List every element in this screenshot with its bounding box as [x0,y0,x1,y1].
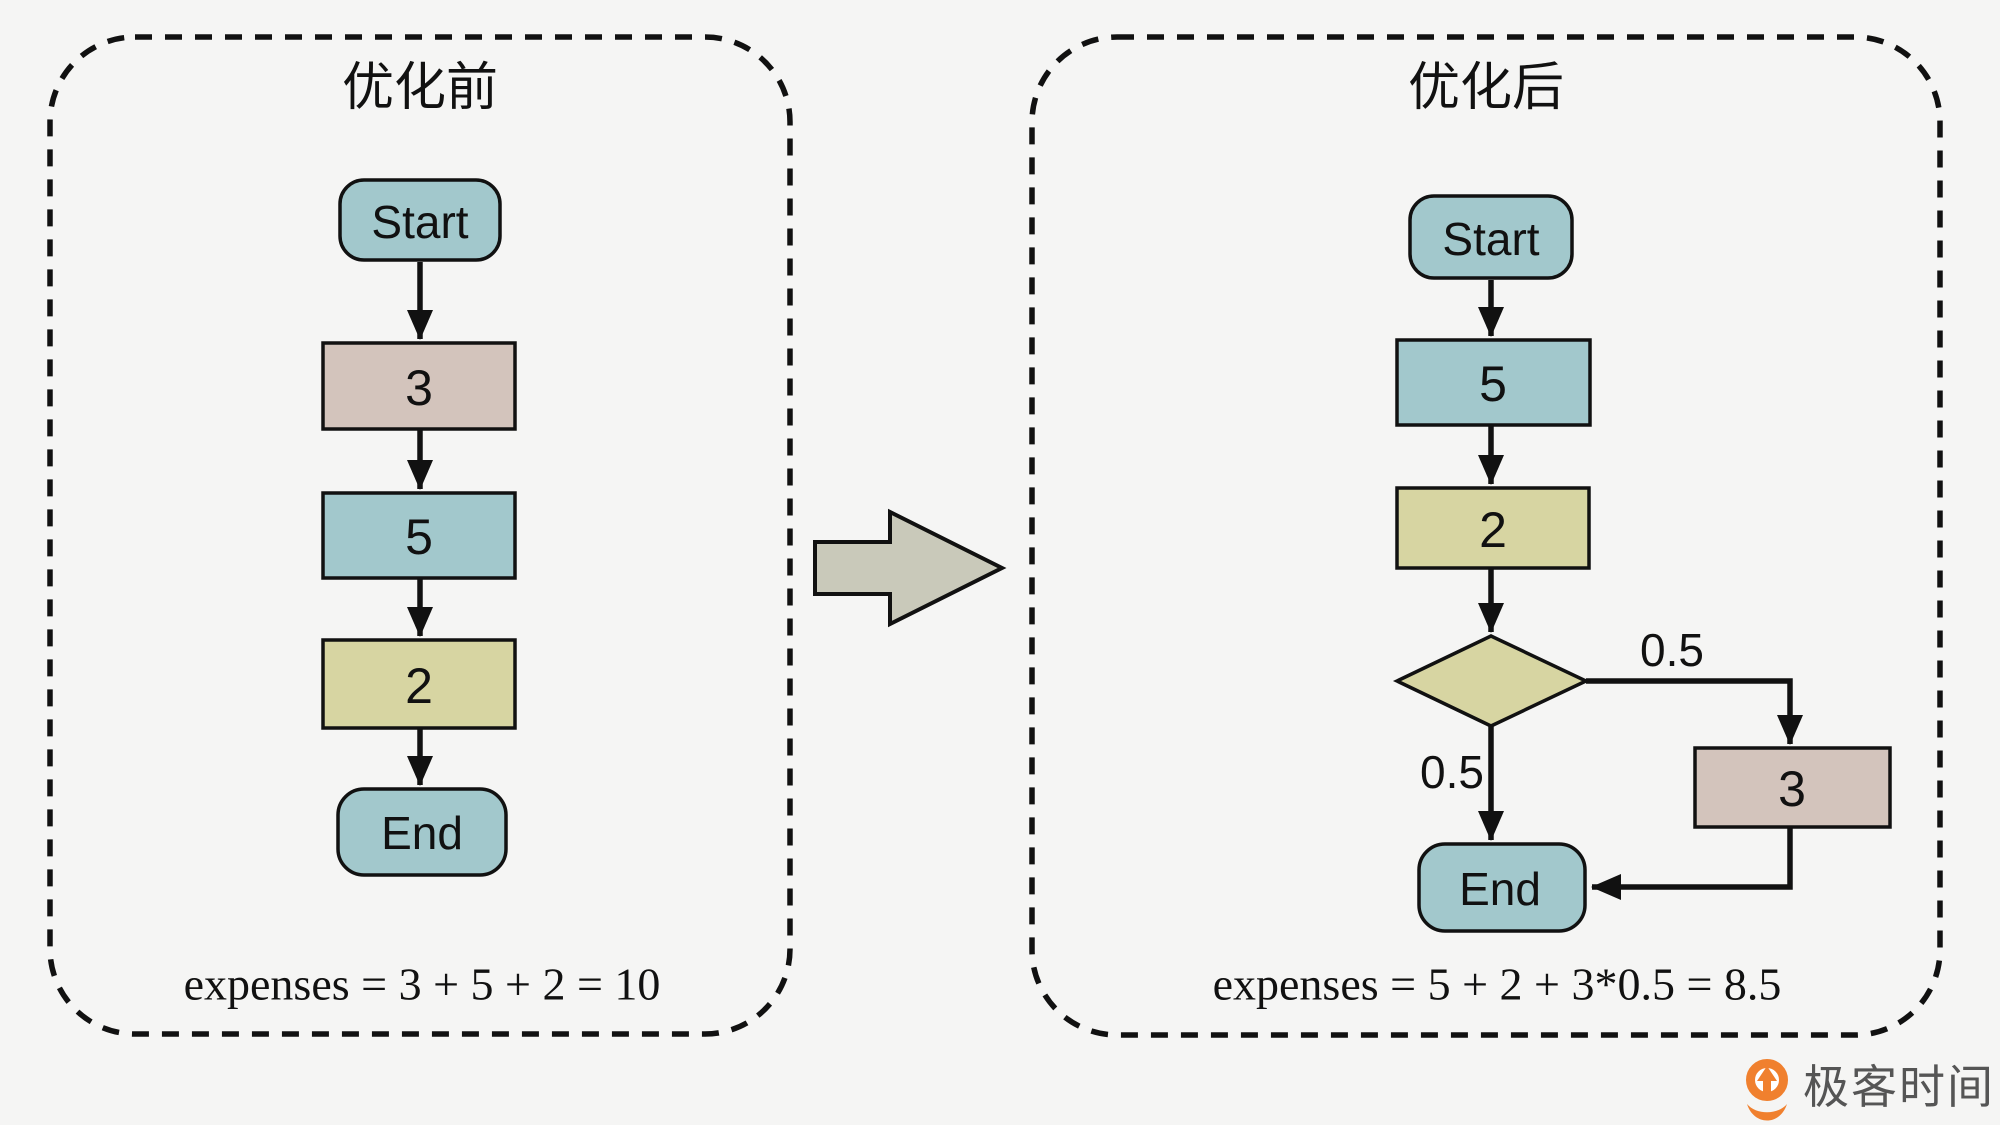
geektime-arrow-icon [1757,1066,1777,1094]
after-start-label: Start [1442,213,1539,265]
panel-before: 优化前 Start 3 5 2 End expenses = 3 + 5 + 2… [47,34,793,1037]
after-cost3-label: 3 [1778,761,1806,817]
after-formula: expenses = 5 + 2 + 3*0.5 = 8.5 [1213,959,1782,1010]
after-edge-3-to-end [1591,827,1793,900]
panel-before-title: 优化前 [342,59,498,117]
before-end-label: End [381,807,463,859]
after-cost3-node [1693,746,1892,829]
geektime-logo-text: 极客时间 [1803,1061,1995,1113]
after-end-label: End [1459,863,1541,915]
before-end-node [336,787,508,877]
before-cost3-node [321,341,517,431]
panel-after-title: 优化后 [1408,59,1564,117]
after-decision-diamond [1392,634,1591,728]
before-cost5-node [321,491,517,580]
before-cost5-label: 5 [405,509,433,565]
after-end-node [1417,842,1587,933]
after-cost5-label: 5 [1479,356,1507,412]
after-branch-down-probability: 0.5 [1420,746,1484,798]
before-cost2-label: 2 [405,658,433,714]
before-start-label: Start [371,196,468,248]
panel-after-border [1029,34,1943,1038]
before-cost3-label: 3 [405,360,433,416]
after-edge-decision-to-3 [1586,678,1803,745]
after-branch-right-probability: 0.5 [1640,624,1704,676]
geektime-logo: 极客时间 [1746,1059,1995,1121]
before-start-node [338,178,502,262]
after-start-node [1408,194,1574,280]
geektime-pin-tail-icon [1747,1104,1787,1121]
before-cost2-node [321,638,517,730]
after-cost2-label: 2 [1479,502,1507,558]
panel-before-border [47,34,793,1037]
after-cost5-node [1395,338,1592,427]
transform-arrow-icon [813,508,1007,628]
before-formula: expenses = 3 + 5 + 2 = 10 [184,959,661,1010]
panel-after: 优化后 Start 5 2 0.5 3 0.5 End expenses = 5… [1029,34,1943,1038]
